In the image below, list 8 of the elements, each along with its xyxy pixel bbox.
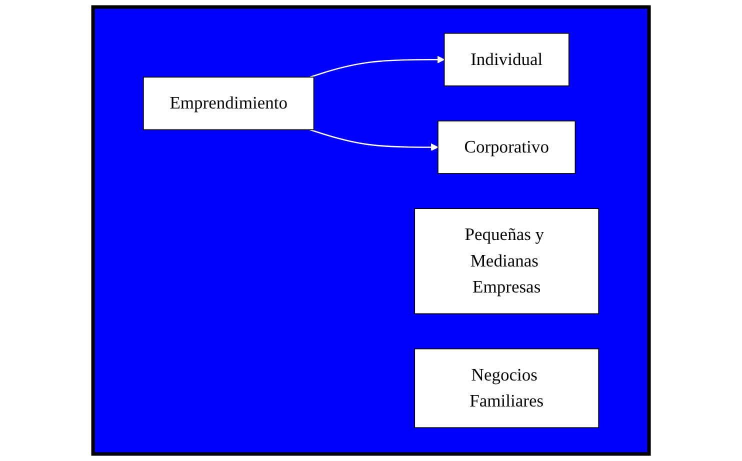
node-box: Individual: [444, 32, 570, 86]
cluster: [91, 5, 651, 456]
node-box: Negocios Familiares: [414, 348, 600, 428]
arrow: [310, 56, 445, 78]
node-box: Pequeñas y Medianas Empresas: [414, 208, 600, 314]
arrow: [310, 129, 438, 152]
node-box: Corporativo: [438, 120, 576, 174]
node-box: Emprendimiento: [142, 76, 314, 130]
